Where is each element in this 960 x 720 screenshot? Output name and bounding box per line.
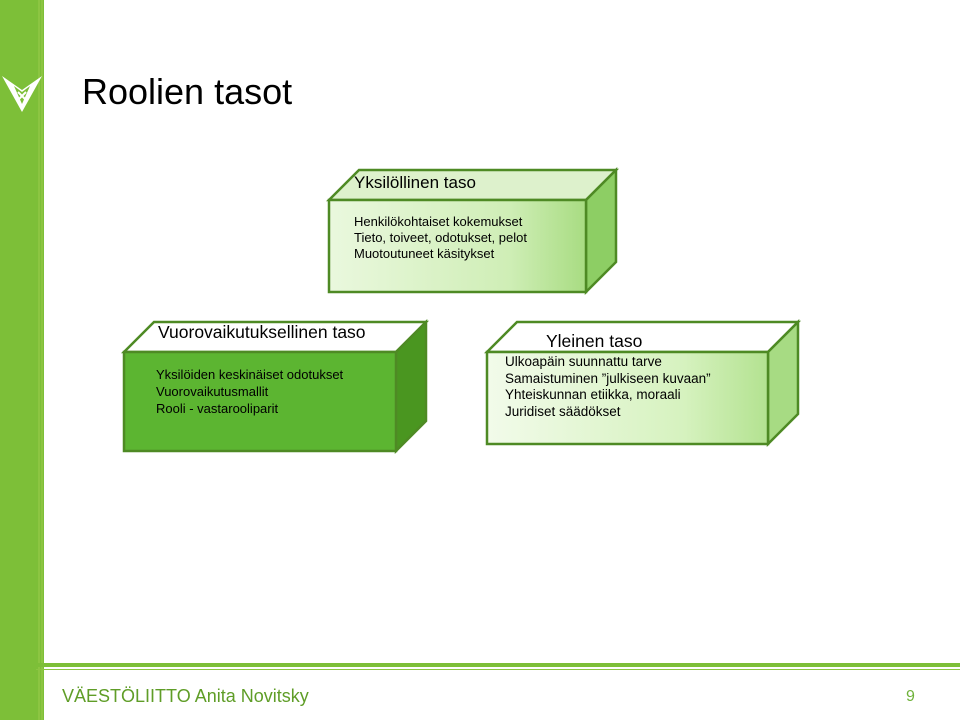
list-item: Ulkoapäin suunnattu tarve bbox=[505, 354, 662, 369]
page-number: 9 bbox=[906, 688, 915, 705]
logo-icon bbox=[2, 76, 42, 112]
block-individual-heading: Yksilöllinen taso bbox=[354, 173, 476, 192]
list-item: Vuorovaikutusmallit bbox=[156, 384, 269, 399]
footer-text: VÄESTÖLIITTO Anita Novitsky bbox=[62, 686, 309, 706]
list-item: Rooli - vastarooliparit bbox=[156, 401, 279, 416]
block-interactional bbox=[120, 318, 430, 455]
sidebar-band bbox=[0, 0, 44, 720]
list-item: Henkilökohtaiset kokemukset bbox=[354, 214, 523, 229]
list-item: Juridiset säädökset bbox=[505, 403, 621, 419]
list-item: Yhteiskunnan etiikka, moraali bbox=[505, 387, 681, 402]
block-general-list: Ulkoapäin suunnattu tarve Samaistuminen … bbox=[505, 354, 711, 420]
block-interactional-list: Yksilöiden keskinäiset odotukset Vuorova… bbox=[156, 366, 343, 417]
block-general bbox=[483, 318, 802, 448]
list-item: Muotoutuneet käsitykset bbox=[354, 246, 495, 261]
sidebar-divider-line bbox=[41, 0, 43, 720]
block-individual-list: Henkilökohtaiset kokemukset Tieto, toive… bbox=[354, 214, 527, 262]
sidebar-divider-line bbox=[38, 0, 40, 720]
block-general-heading: Yleinen taso bbox=[546, 331, 643, 351]
footer-line bbox=[36, 669, 960, 670]
list-item: Yksilöiden keskinäiset odotukset bbox=[156, 367, 344, 382]
list-item: Samaistuminen ”julkiseen kuvaan” bbox=[505, 370, 711, 386]
block-interactional-heading: Vuorovaikutuksellinen taso bbox=[158, 322, 366, 342]
footer-bar bbox=[36, 663, 960, 667]
block-individual bbox=[325, 166, 620, 296]
slide-title: Roolien tasot bbox=[82, 71, 293, 112]
list-item: Tieto, toiveet, odotukset, pelot bbox=[354, 230, 527, 245]
